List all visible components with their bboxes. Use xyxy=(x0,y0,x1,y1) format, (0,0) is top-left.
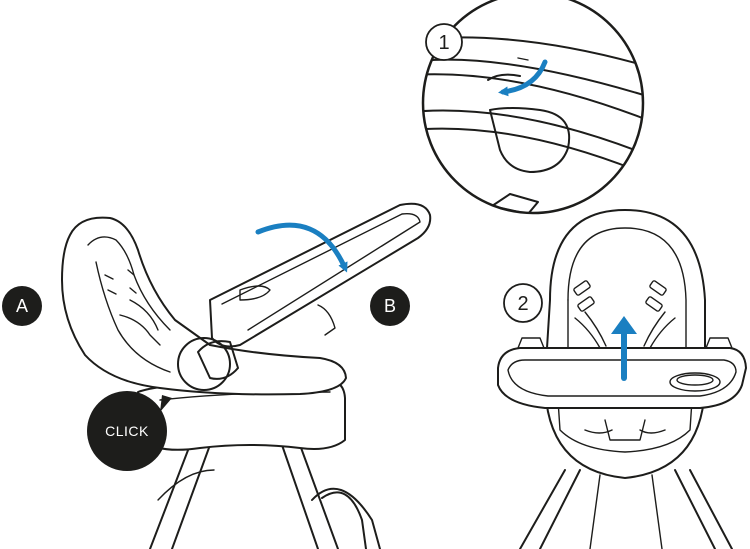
step-2-label: 2 xyxy=(517,293,528,315)
step-1-label: 1 xyxy=(438,32,449,54)
tray xyxy=(210,204,430,347)
front-view-chair xyxy=(498,210,746,549)
chair-leg xyxy=(675,470,715,549)
detail-view-1: 1 xyxy=(410,0,660,214)
chair-leg-brace xyxy=(158,470,214,500)
click-label: CLICK xyxy=(105,423,149,439)
chair-leg xyxy=(690,470,732,549)
label-b: B xyxy=(384,296,396,316)
chair-leg xyxy=(652,475,662,549)
chair-leg xyxy=(590,475,600,549)
label-a: A xyxy=(16,296,28,316)
chair-leg xyxy=(520,470,565,549)
side-view-chair: CLICK xyxy=(62,204,430,549)
chair-leg xyxy=(150,445,190,549)
chair-leg xyxy=(540,470,580,549)
tray-clip xyxy=(518,338,544,348)
chair-leg xyxy=(300,445,338,549)
chair-leg xyxy=(172,445,210,549)
chair-leg xyxy=(282,445,318,549)
tray-clip xyxy=(706,338,732,348)
